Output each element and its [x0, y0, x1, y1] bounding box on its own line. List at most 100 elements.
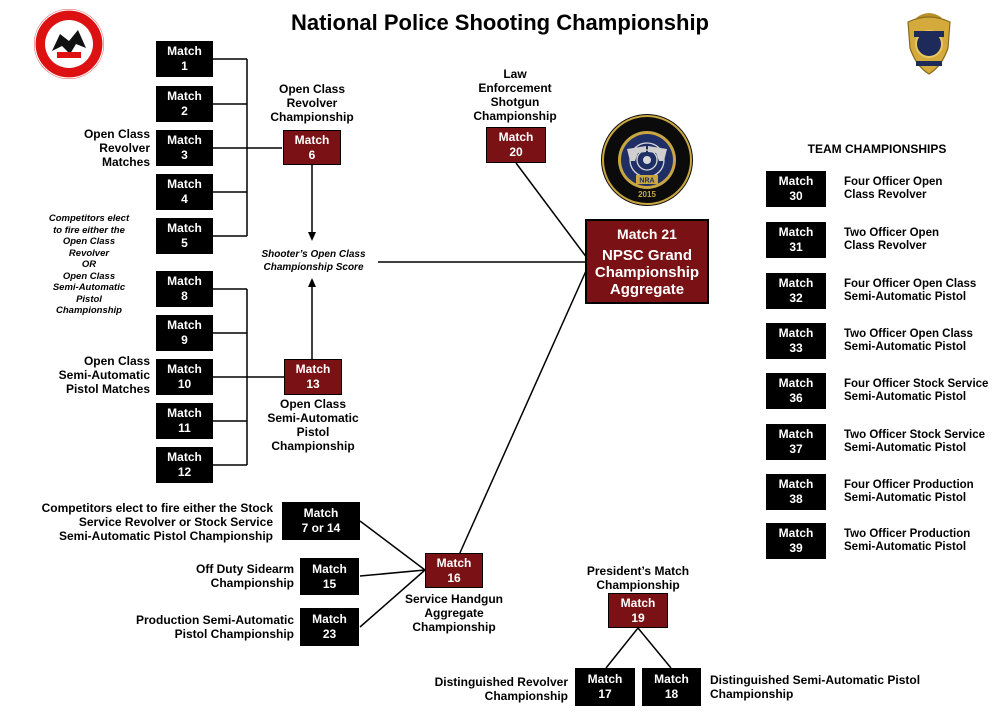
match-number: 8 [181, 289, 188, 303]
match-word: Match [620, 595, 656, 610]
match-word: Match [312, 561, 347, 576]
match-number: 12 [177, 465, 192, 479]
shooter-score-label: Shooter’s Open Class Championship Score [261, 249, 366, 273]
match-17-label: Distinguished Revolver Championship [434, 675, 568, 703]
match-number: 13 [306, 377, 320, 391]
match-7-label: Competitors elect to fire either the Sto… [41, 501, 273, 543]
match-word: Match [778, 376, 814, 390]
match-word: Match [295, 362, 331, 376]
npsc-seal: NRA 2015 [601, 114, 693, 206]
match-word: Match [778, 174, 814, 188]
match-word: Match [167, 362, 202, 376]
pistol-matches-label: Open Class Semi-Automatic Pistol Matches [58, 354, 150, 396]
seal-badge: NRA [639, 178, 654, 185]
seal-year: 2015 [638, 190, 656, 199]
team-match-33-name: Two Officer Open Class Semi-Automatic Pi… [844, 328, 973, 353]
match-number: 30 [789, 189, 803, 203]
match-word: Match [436, 555, 472, 570]
match-word: Match [167, 274, 202, 288]
team-match-37-name: Two Officer Stock Service Semi-Automatic… [844, 429, 986, 454]
match-word: Match [778, 526, 814, 540]
match-21-box[interactable]: Match 21 NPSC Grand Championship Aggrega… [585, 219, 709, 304]
team-match-32-name: Four Officer Open Class Semi-Automatic P… [844, 278, 977, 303]
match-word: Match [778, 427, 814, 441]
law-enforcement-badge [907, 13, 951, 75]
match-16-label: Service Handgun Aggregate Championship [404, 592, 504, 634]
match-number: 2 [181, 104, 188, 118]
match-number: 23 [322, 627, 337, 641]
match-word: Match [498, 130, 534, 144]
team-match-36-name: Four Officer Stock Service Semi-Automati… [844, 378, 989, 403]
match-number: 18 [664, 687, 679, 701]
match-number: 4 [181, 192, 188, 206]
team-match-30-name: Four Officer Open Class Revolver [844, 176, 943, 201]
team-match-39-name: Two Officer Production Semi-Automatic Pi… [844, 528, 971, 553]
match-20-label: Law Enforcement Shotgun Championship [473, 67, 557, 123]
match-number: 9 [181, 333, 188, 347]
match-word: Match [167, 221, 202, 235]
match-word: Match [167, 89, 202, 103]
match-word: Match [778, 276, 814, 290]
match-number: 11 [178, 421, 191, 435]
match-21-name: NPSC Grand Championship Aggregate [594, 246, 700, 298]
match-word: Match [778, 225, 814, 239]
match-word: Match [167, 177, 202, 191]
team-championships-header: TEAM CHAMPIONSHIPS [807, 142, 947, 156]
match-number: 19 [631, 610, 645, 625]
revolver-matches-label: Open Class Revolver Matches [83, 127, 150, 169]
match-number: 15 [322, 576, 337, 591]
match-18-label: Distinguished Semi-Automatic Pistol Cham… [710, 673, 921, 701]
match-number: 3 [181, 148, 188, 162]
match-word: Match [167, 44, 202, 58]
match-number: 17 [598, 687, 612, 701]
match-21-title: Match 21 [617, 225, 677, 242]
match-word: Match [167, 406, 202, 420]
match-number: 36 [789, 391, 803, 405]
match-word: Match [778, 477, 814, 491]
match-15-label: Off Duty Sidearm Championship [195, 562, 294, 590]
match-word: Match [654, 672, 689, 686]
match-number: 33 [789, 341, 803, 355]
nra-logo [34, 9, 104, 79]
match-number: 6 [308, 147, 316, 162]
match-word: Match [167, 133, 202, 147]
match-6-label: Open Class Revolver Championship [270, 82, 354, 124]
match-word: Match [167, 450, 202, 464]
match-word: Match [303, 506, 339, 520]
match-number: 5 [181, 236, 188, 250]
match-number: 1 [181, 59, 188, 73]
elect-note: Competitors elect to fire either the Ope… [48, 213, 130, 316]
match-word: Match [294, 132, 330, 147]
match-number: 20 [509, 145, 523, 159]
match-number: 7 or 14 [301, 521, 341, 535]
